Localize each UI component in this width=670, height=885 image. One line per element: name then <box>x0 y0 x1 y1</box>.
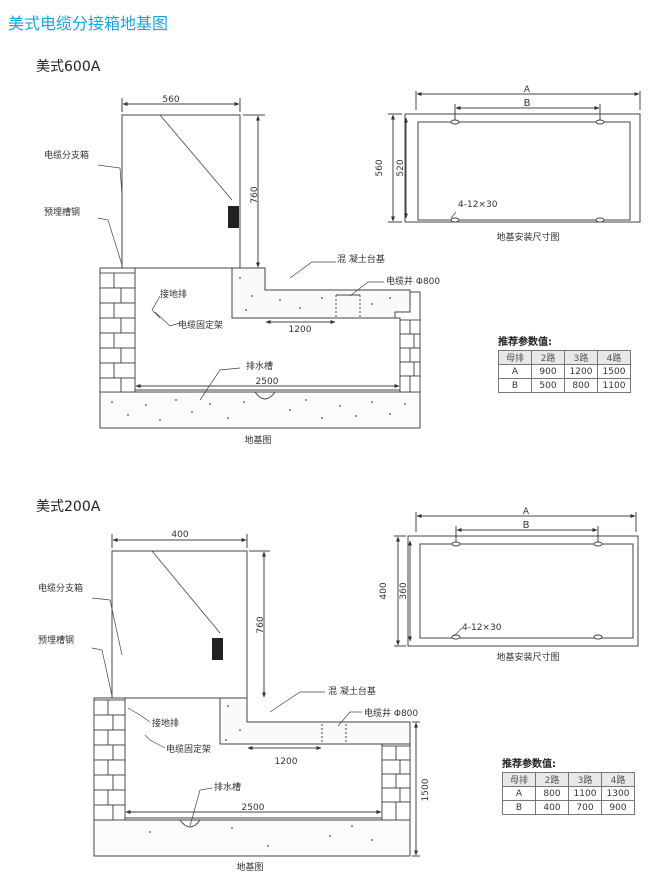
param-header: 3路 <box>568 772 602 787</box>
label-cable-well: 电缆井 Φ800 <box>386 275 440 287</box>
caption-foundation: 地基图 <box>244 434 271 446</box>
plan-dim-inner: 520 <box>396 159 406 176</box>
brick-wall-left <box>99 272 136 393</box>
param-cell: 1300 <box>601 786 635 801</box>
brick-wall-right <box>399 319 421 393</box>
section-title-200a: 美式200A <box>36 499 101 515</box>
dim-label-depth: 1500 <box>421 778 431 801</box>
label-cable-box: 电缆分支箱 <box>38 582 83 594</box>
param-cell: 700 <box>568 800 602 815</box>
param-header: 2路 <box>535 772 569 787</box>
plan-label-a: A <box>523 507 530 517</box>
label-channel-steel: 预埋槽钢 <box>44 206 80 218</box>
cabinet-handle <box>228 206 239 228</box>
plan-dim-inner: 360 <box>399 582 409 599</box>
param-cell: 1100 <box>597 378 631 393</box>
plan-view-200a <box>394 512 639 647</box>
plan-holes: 4-12×30 <box>462 623 502 633</box>
label-cable-rack: 电缆固定架 <box>178 319 223 331</box>
dim-label-width: 560 <box>162 95 179 105</box>
param-cell: 800 <box>564 378 598 393</box>
param-cell: 900 <box>531 364 565 379</box>
dim-label-1200: 1200 <box>289 325 312 335</box>
param-cell: B <box>502 800 536 815</box>
plan-label-b: B <box>523 520 530 531</box>
dim-label-1200: 1200 <box>275 757 298 767</box>
caption-foundation: 地基图 <box>236 861 263 873</box>
param-title: 推荐参数值: <box>502 759 556 770</box>
foundation-drawing-200a <box>93 534 420 857</box>
param-header: 3路 <box>564 350 598 365</box>
section-title-600a: 美式600A <box>36 59 101 75</box>
plan-label-a: A <box>524 85 531 95</box>
param-header: 母排 <box>498 350 532 365</box>
param-table-600a: 母排 2路 3路 4路 A 900 1200 1500 B 500 800 11… <box>498 350 631 393</box>
label-ground-bar: 接地排 <box>152 717 179 729</box>
cabinet-handle <box>212 638 223 660</box>
caption-plan: 地基安装尺寸图 <box>496 651 559 663</box>
param-cell: 1500 <box>597 364 631 379</box>
param-header: 2路 <box>531 350 565 365</box>
label-channel-steel: 预埋槽钢 <box>38 634 74 646</box>
param-header: 母排 <box>502 772 536 787</box>
plan-view-600a <box>388 91 641 223</box>
cabinet-box <box>111 550 248 699</box>
brick-wall-left <box>93 699 126 821</box>
dim-label-2500: 2500 <box>242 803 265 813</box>
concrete-texture <box>111 277 406 421</box>
param-cell: 800 <box>535 786 569 801</box>
dim-label-2500: 2500 <box>256 377 279 387</box>
plan-dim-outer: 560 <box>375 159 385 176</box>
param-header: 4路 <box>601 772 635 787</box>
concrete-texture <box>149 705 373 847</box>
param-header: 4路 <box>597 350 631 365</box>
plan-dim-outer: 400 <box>379 582 389 599</box>
brick-wall-right <box>381 745 411 821</box>
page-title: 美式电缆分接箱地基图 <box>8 14 169 33</box>
label-drain: 排水槽 <box>246 360 273 372</box>
param-cell: B <box>498 378 532 393</box>
param-title: 推荐参数值: <box>498 337 552 348</box>
label-ground-bar: 接地排 <box>160 288 187 300</box>
param-cell: 1100 <box>568 786 602 801</box>
label-concrete-base: 混 凝土台基 <box>328 685 376 697</box>
param-cell: 1200 <box>564 364 598 379</box>
cabinet-box <box>121 114 241 269</box>
param-cell: A <box>498 364 532 379</box>
dim-label-height: 760 <box>250 186 260 203</box>
label-cable-rack: 电缆固定架 <box>166 743 211 755</box>
param-cell: 400 <box>535 800 569 815</box>
plan-holes: 4-12×30 <box>458 200 498 210</box>
param-cell: 900 <box>601 800 635 815</box>
label-drain: 排水槽 <box>214 781 241 793</box>
label-cable-well: 电缆井 Φ800 <box>364 707 418 719</box>
param-cell: A <box>502 786 536 801</box>
param-table-200a: 母排 2路 3路 4路 A 800 1100 1300 B 400 700 90… <box>502 772 635 815</box>
caption-plan: 地基安装尺寸图 <box>496 231 559 243</box>
label-concrete-base: 混 凝土台基 <box>337 253 385 265</box>
plan-label-b: B <box>524 98 531 109</box>
param-cell: 500 <box>531 378 565 393</box>
label-cable-box: 电缆分支箱 <box>44 149 89 161</box>
dim-label-width: 400 <box>171 530 188 540</box>
dim-label-height: 760 <box>256 616 266 633</box>
